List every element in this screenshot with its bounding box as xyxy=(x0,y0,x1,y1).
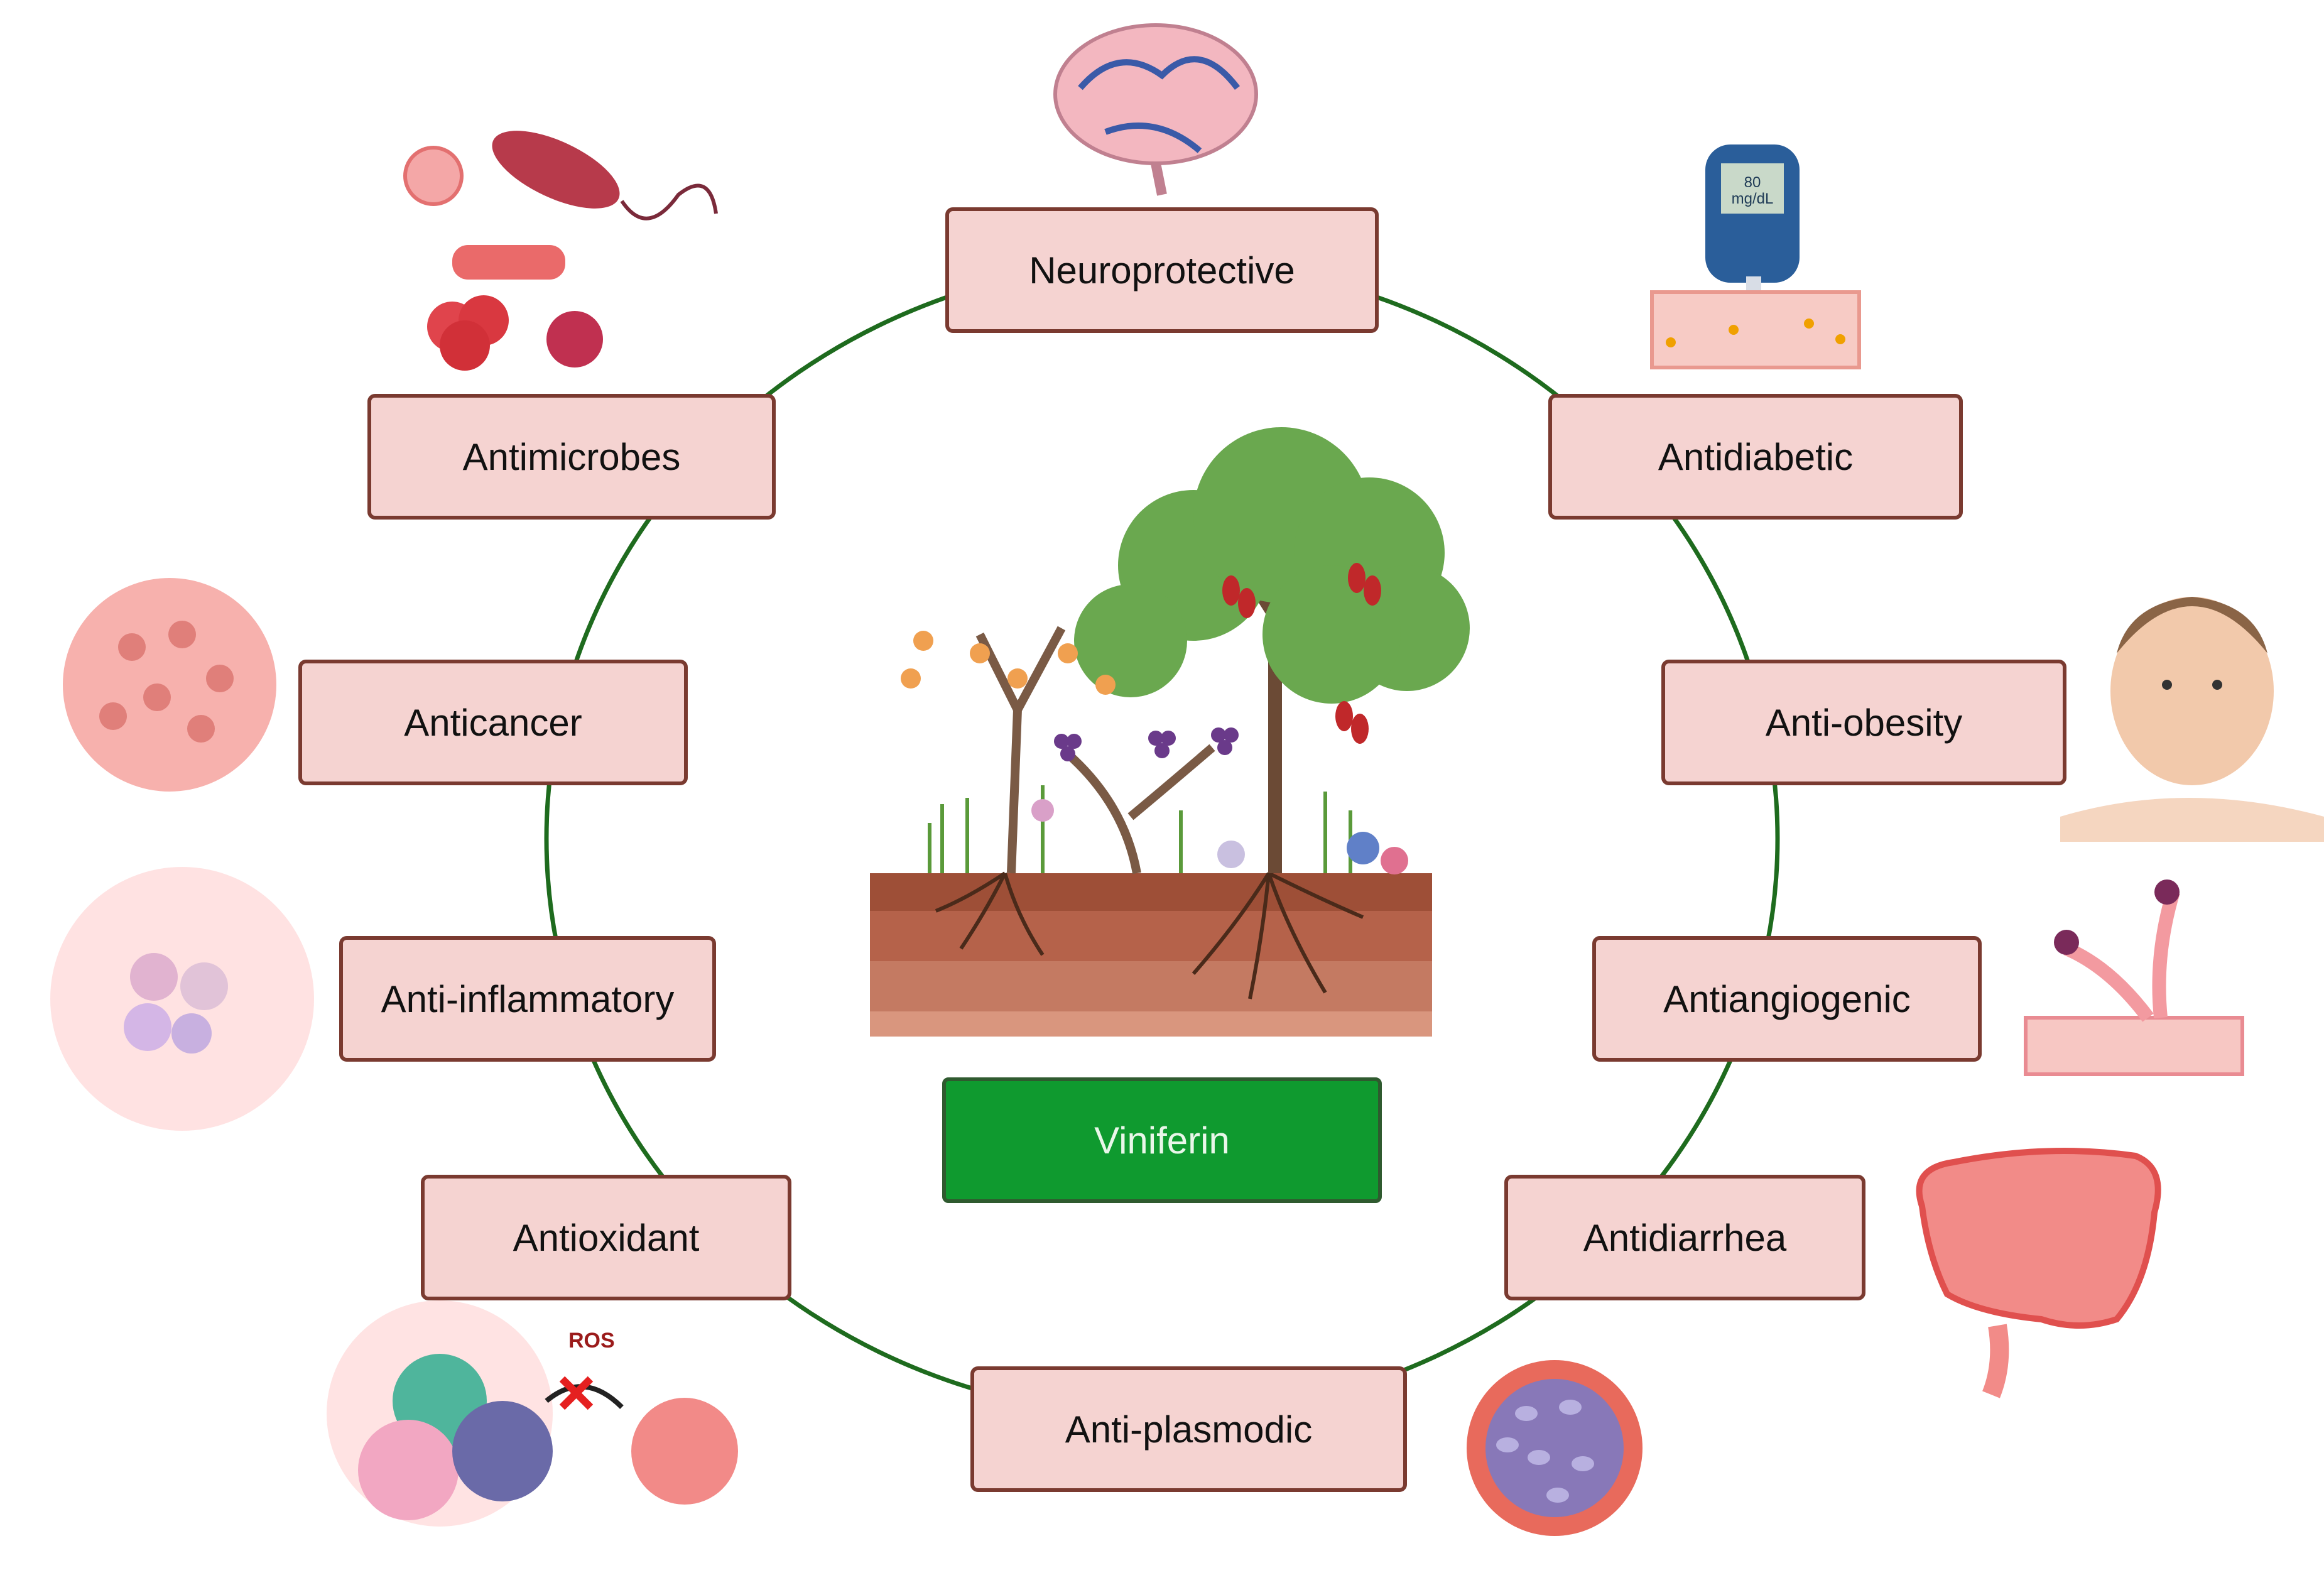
center-label-box: Viniferin xyxy=(942,1077,1382,1203)
glucose-unit: mg/dL xyxy=(1731,190,1774,207)
box-anti-inflammatory: Anti-inflammatory xyxy=(339,936,716,1062)
label-anti-obesity: Anti-obesity xyxy=(1765,701,1963,744)
label-anticancer: Anticancer xyxy=(404,701,582,744)
ros-label: ROS xyxy=(568,1329,615,1353)
box-anti-plasmodic: Anti-plasmodic xyxy=(970,1366,1407,1492)
label-neuroprotective: Neuroprotective xyxy=(1029,249,1295,291)
label-antidiabetic: Antidiabetic xyxy=(1658,435,1854,478)
label-anti-inflammatory: Anti-inflammatory xyxy=(381,977,675,1020)
box-antidiabetic: Antidiabetic xyxy=(1548,394,1963,520)
label-antiangiogenic: Antiangiogenic xyxy=(1663,977,1911,1020)
box-antimicrobes: Antimicrobes xyxy=(367,394,776,520)
box-antioxidant: Antioxidant xyxy=(421,1175,791,1300)
glucometer-readout: 80 mg/dL xyxy=(1721,175,1784,207)
label-antimicrobes: Antimicrobes xyxy=(462,435,681,478)
center-label: Viniferin xyxy=(1094,1119,1230,1162)
box-neuroprotective: Neuroprotective xyxy=(945,207,1379,333)
box-anticancer: Anticancer xyxy=(298,660,688,785)
box-anti-obesity: Anti-obesity xyxy=(1661,660,2066,785)
box-antidiarrhea: Antidiarrhea xyxy=(1504,1175,1865,1300)
label-antidiarrhea: Antidiarrhea xyxy=(1583,1216,1787,1259)
label-anti-plasmodic: Anti-plasmodic xyxy=(1065,1408,1313,1451)
glucose-value: 80 xyxy=(1744,174,1761,191)
label-antioxidant: Antioxidant xyxy=(513,1216,700,1259)
box-antiangiogenic: Antiangiogenic xyxy=(1592,936,1982,1062)
